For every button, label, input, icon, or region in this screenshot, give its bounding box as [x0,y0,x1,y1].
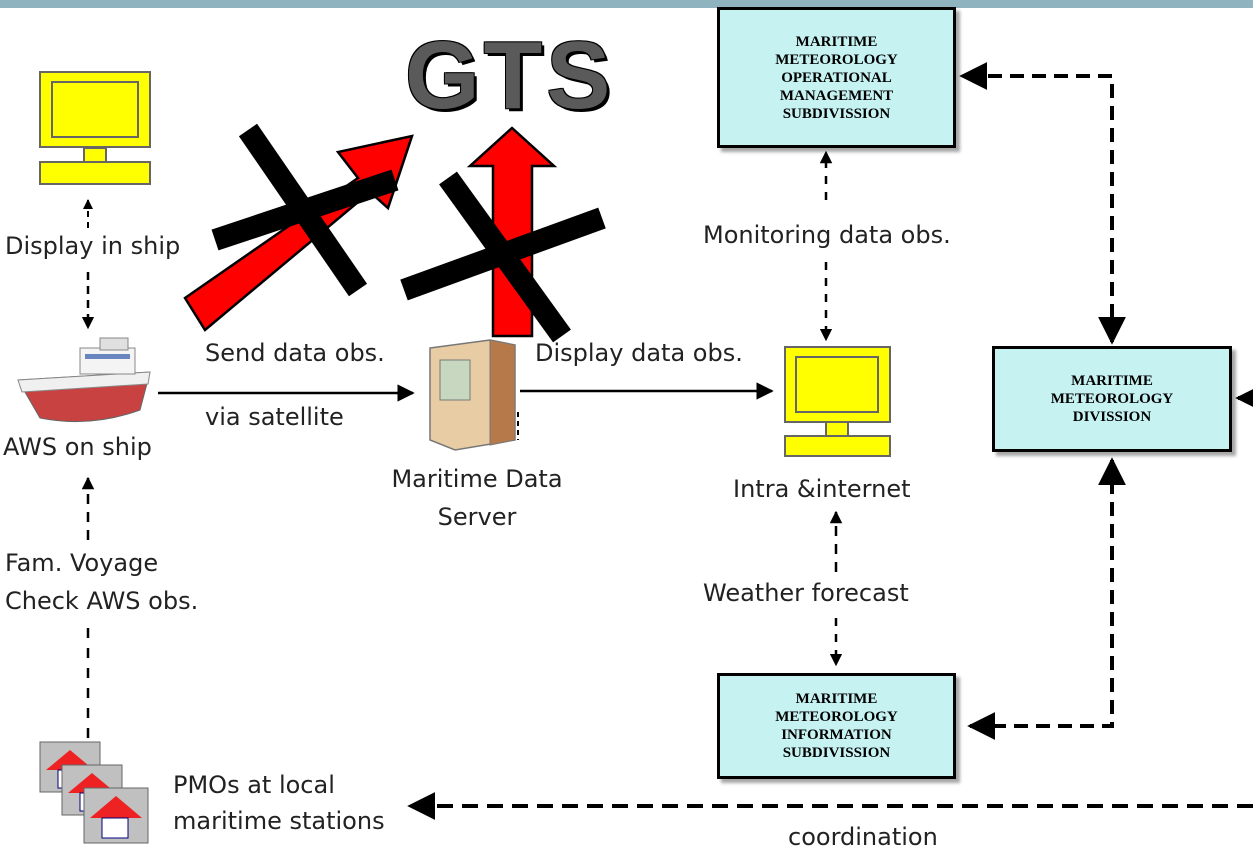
via-satellite-label: via satellite [205,403,344,431]
aws-on-ship-label: AWS on ship [3,433,152,461]
top-accent-bar [0,0,1253,8]
pmos-label: PMOs at local maritime stations [173,771,385,835]
server-icon [429,339,519,451]
display-data-obs-label: Display data obs. [535,339,743,367]
connector-division-to-operational [959,62,1114,340]
ship-icon [17,337,151,423]
coordination-label: coordination [788,823,938,851]
cross-mark-1 [211,123,399,297]
computer-icon [39,71,151,185]
operational-management-box: MARITIME METEOROLOGY OPERATIONAL MANAGEM… [717,7,956,148]
house-icon [39,741,149,844]
intra-internet-label: Intra &internet [733,475,911,503]
monitoring-data-obs-label: Monitoring data obs. [703,221,951,249]
connector-information-to-division [967,457,1126,740]
maritime-data-server-label: Maritime Data Server [391,465,563,531]
cross-mark-2 [400,171,606,343]
weather-forecast-label: Weather forecast [703,579,909,607]
information-box: MARITIME METEOROLOGY INFORMATION SUBDIVI… [717,673,956,779]
intra-computer-icon [784,346,891,457]
division-box: MARITIME METEOROLOGY DIVISSION [992,346,1232,452]
fam-voyage-label: Fam. Voyage Check AWS obs. [5,549,199,615]
send-data-obs-label: Send data obs. [205,339,385,367]
display-in-ship-label: Display in ship [5,232,181,260]
gts-title: GTS [403,22,615,129]
